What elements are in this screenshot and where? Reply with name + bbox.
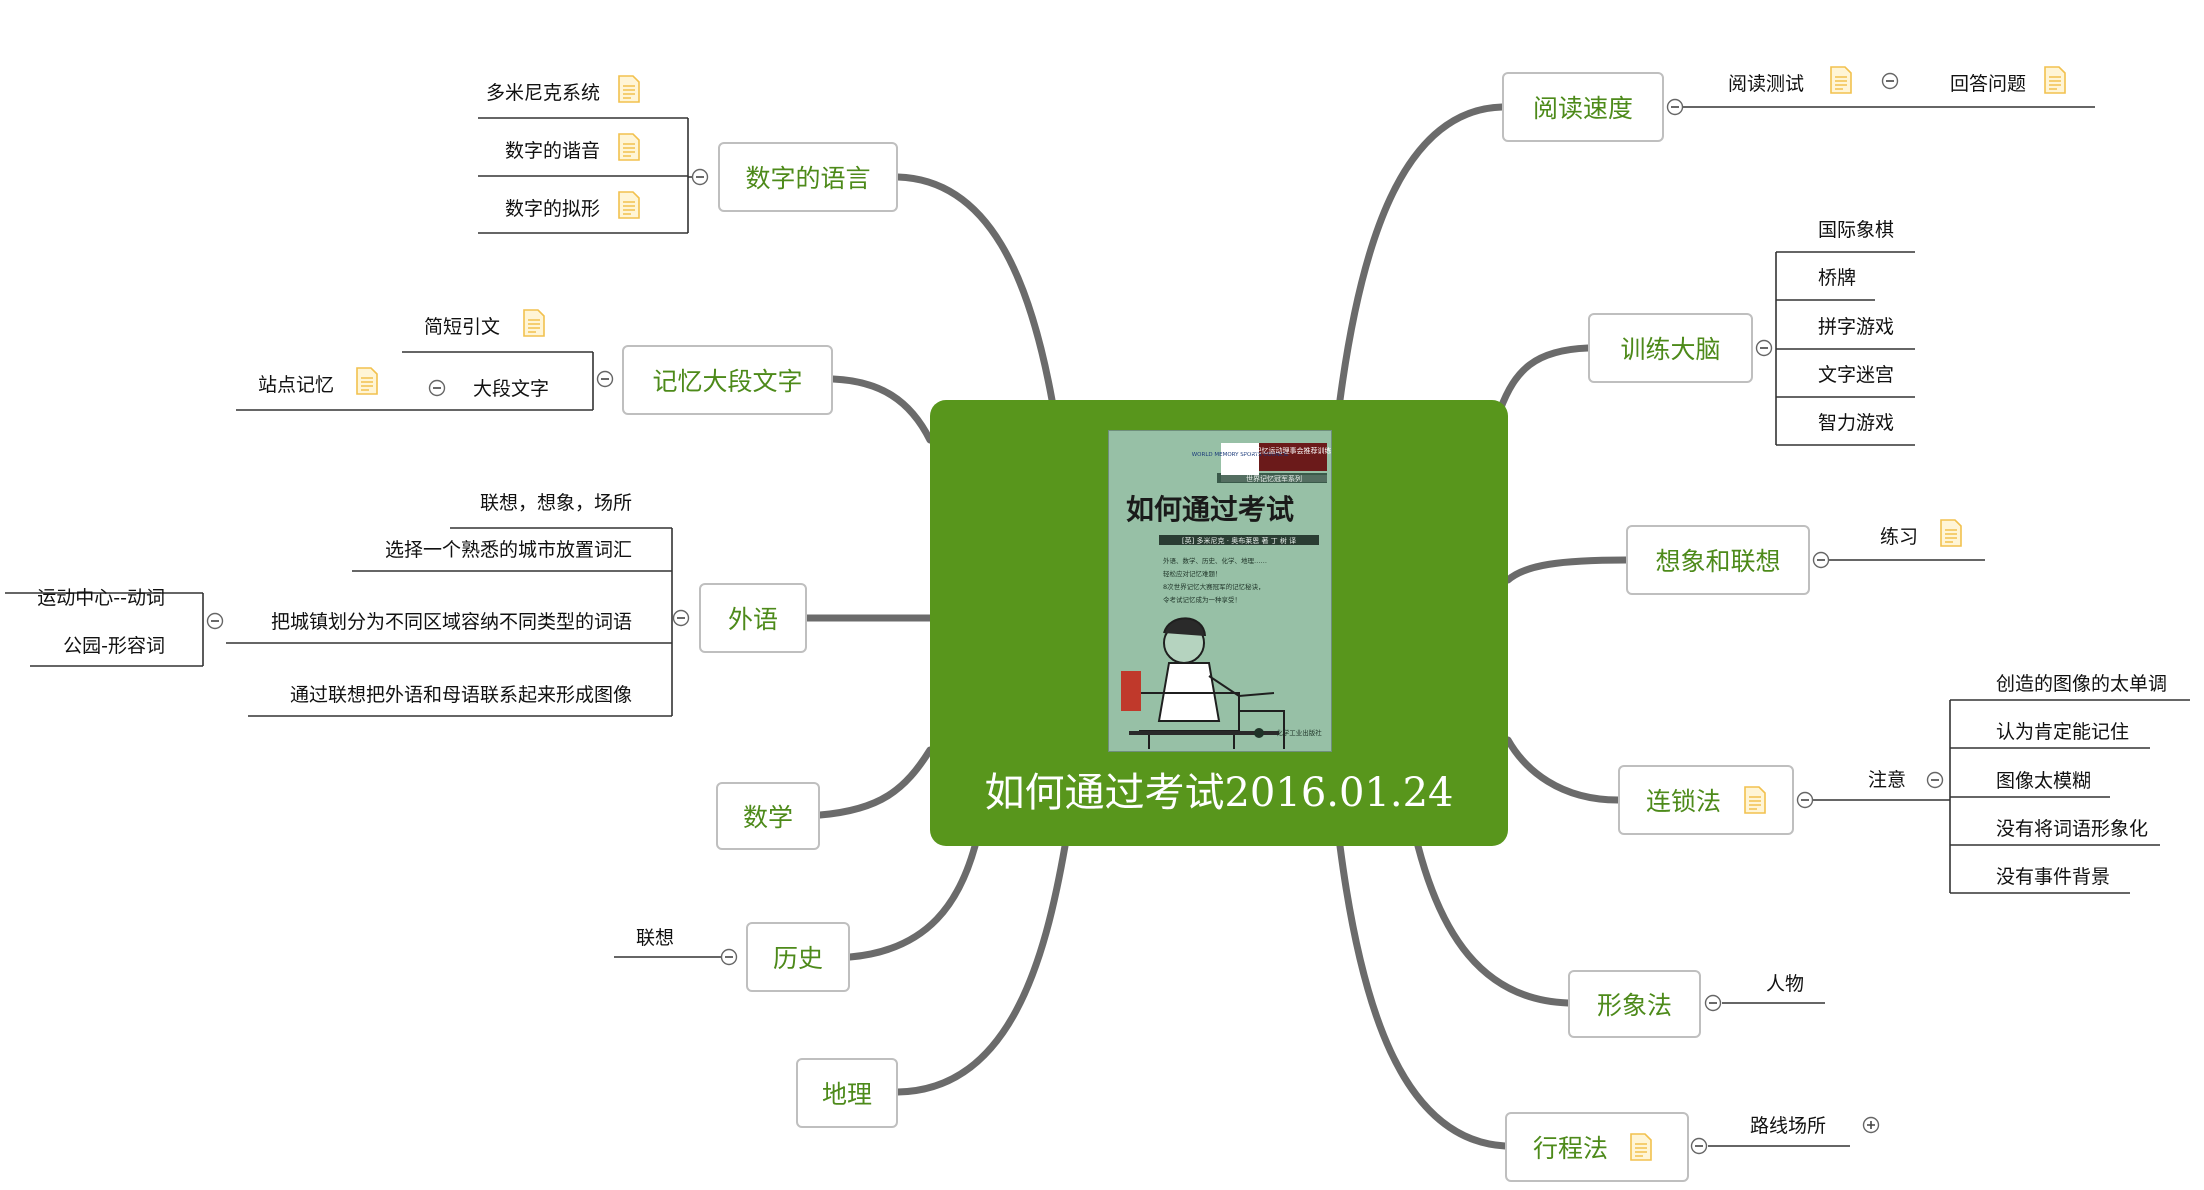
note-icon[interactable]	[356, 367, 378, 395]
topic-waiyu[interactable]: 外语	[699, 583, 807, 653]
subtopic-xunlian-3[interactable]: 拼字游戏	[1818, 316, 1895, 338]
book-cover-art: WORLD MEMORY SPORTS COUNCIL 世界记忆运动理事会推荐训…	[1109, 431, 1331, 751]
collapse-icon[interactable]	[1755, 339, 1773, 357]
topic-dili[interactable]: 地理	[796, 1058, 898, 1128]
central-topic[interactable]: WORLD MEMORY SPORTS COUNCIL 世界记忆运动理事会推荐训…	[930, 400, 1508, 846]
book-org-text: 世界记忆运动理事会推荐训练用书	[1241, 446, 1332, 455]
book-desc-3: 8次世界记忆大赛冠军的记忆秘诀，	[1163, 582, 1265, 591]
subtopic-xiangxiang-1[interactable]: 练习	[1880, 526, 1919, 548]
collapse-icon[interactable]	[428, 379, 446, 397]
subtopic-liansuo-sub-2[interactable]: 认为肯定能记住	[1996, 721, 2130, 743]
book-desc-4: 令考试记忆成为一种享受！	[1163, 595, 1241, 604]
subtopic-liansuo-sub-1[interactable]: 创造的图像的太单调	[1996, 673, 2168, 695]
branch-xunlian	[1496, 344, 1592, 414]
subtopic-waiyu-1[interactable]: 联想，想象，场所	[479, 492, 632, 514]
note-icon[interactable]	[1830, 66, 1852, 94]
branch-xingxiang	[1414, 842, 1572, 1007]
note-icon[interactable]	[618, 75, 640, 103]
topic-shuxue[interactable]: 数学	[716, 782, 820, 850]
subtopic-shuzi-2[interactable]: 数字的谐音	[504, 140, 600, 162]
collapse-icon[interactable]	[1812, 551, 1830, 569]
note-icon[interactable]	[618, 133, 640, 161]
branch-xiangxiang	[1504, 556, 1630, 584]
collapse-icon[interactable]	[206, 612, 224, 630]
book-authors-text: [英] 多米尼克 · 奥布莱恩 著 丁 树 译	[1182, 536, 1296, 545]
collapse-icon[interactable]	[1796, 791, 1814, 809]
note-icon[interactable]	[523, 309, 545, 337]
branch-xingcheng	[1336, 842, 1509, 1150]
subtopic-xunlian-4[interactable]: 文字迷宫	[1818, 364, 1895, 386]
book-publisher-text: 化学工业出版社	[1276, 728, 1322, 737]
topic-shuzi[interactable]: 数字的语言	[718, 142, 898, 212]
collapse-icon[interactable]	[1666, 98, 1684, 116]
subtopic-shuzi-3[interactable]: 数字的拟形	[504, 198, 600, 220]
topic-xunlian[interactable]: 训练大脑	[1588, 313, 1753, 383]
topic-xingcheng[interactable]: 行程法	[1505, 1112, 1689, 1182]
central-title: 如何通过考试2016.01.24	[984, 770, 1454, 816]
topic-lishi[interactable]: 历史	[746, 922, 850, 992]
book-desc-1: 外语、数学、历史、化学、地理……	[1163, 556, 1267, 565]
subtopic-waiyu-sub-2[interactable]: 公园-形容词	[63, 635, 165, 657]
topic-xiangxiang[interactable]: 想象和联想	[1626, 525, 1810, 595]
subtopic-yuedu-1[interactable]: 阅读测试	[1728, 73, 1805, 95]
book-desc-2: 轻松应对记忆难题！	[1163, 569, 1222, 578]
subtopic-waiyu-2[interactable]: 选择一个熟悉的城市放置词汇	[384, 539, 632, 561]
note-icon[interactable]	[1630, 1133, 1652, 1161]
branch-liansuo	[1504, 736, 1622, 804]
topic-jiyi[interactable]: 记忆大段文字	[622, 345, 833, 415]
subtopic-jiyi-sub-1[interactable]: 站点记忆	[258, 374, 335, 396]
subtopic-xunlian-2[interactable]: 桥牌	[1818, 267, 1857, 289]
subtopic-xingxiang-1[interactable]: 人物	[1766, 973, 1805, 995]
branch-jiyi	[829, 375, 934, 444]
subtopic-liansuo-1[interactable]: 注意	[1868, 769, 1907, 791]
subtopic-liansuo-sub-5[interactable]: 没有事件背景	[1996, 866, 2111, 888]
collapse-icon[interactable]	[720, 948, 738, 966]
topic-liansuo[interactable]: 连锁法	[1618, 765, 1794, 835]
collapse-icon[interactable]	[1704, 994, 1722, 1012]
note-icon[interactable]	[618, 191, 640, 219]
note-icon[interactable]	[2044, 66, 2066, 94]
subtopic-liansuo-sub-3[interactable]: 图像太模糊	[1996, 770, 2092, 792]
note-icon[interactable]	[1940, 519, 1962, 547]
book-cover-image: WORLD MEMORY SPORTS COUNCIL 世界记忆运动理事会推荐训…	[1108, 430, 1332, 752]
subtopic-waiyu-sub-1[interactable]: 运动中心--动词	[37, 587, 165, 609]
subtopic-liansuo-sub-4[interactable]: 没有将词语形象化	[1996, 818, 2149, 840]
collapse-icon[interactable]	[596, 370, 614, 388]
book-title-text: 如何通过考试	[1126, 493, 1294, 526]
expand-icon[interactable]	[1862, 1116, 1880, 1134]
branch-yuedu	[1336, 103, 1506, 404]
collapse-icon[interactable]	[1926, 771, 1944, 789]
subtopic-waiyu-3[interactable]: 把城镇划分为不同区域容纳不同类型的词语	[270, 611, 632, 633]
branch-dili	[894, 842, 1069, 1096]
subtopic-jiyi-2[interactable]: 大段文字	[473, 378, 550, 400]
collapse-icon[interactable]	[1690, 1137, 1708, 1155]
note-icon[interactable]	[1744, 786, 1766, 814]
branch-shuxue	[816, 746, 934, 819]
topic-yuedu[interactable]: 阅读速度	[1502, 72, 1664, 142]
subtopic-waiyu-4[interactable]: 通过联想把外语和母语联系起来形成图像	[289, 684, 632, 706]
branch-shuzi	[894, 173, 1056, 404]
book-series-text: 世界记忆冠军系列	[1246, 474, 1302, 483]
subtopic-yuedu-2[interactable]: 回答问题	[1950, 73, 2027, 95]
subtopic-xingcheng-1[interactable]: 路线场所	[1750, 1115, 1827, 1137]
topic-xingxiang[interactable]: 形象法	[1568, 970, 1701, 1038]
subtopic-jiyi-1[interactable]: 简短引文	[424, 316, 501, 338]
collapse-icon[interactable]	[691, 168, 709, 186]
subtopic-shuzi-1[interactable]: 多米尼克系统	[485, 82, 600, 104]
branch-lishi	[846, 842, 979, 961]
subtopic-lishi-1[interactable]: 联想	[636, 927, 675, 949]
book-badge-text: WORLD MEMORY SPORTS COUNCIL	[1192, 452, 1289, 458]
subtopic-xunlian-5[interactable]: 智力游戏	[1818, 412, 1895, 434]
subtopic-xunlian-1[interactable]: 国际象棋	[1818, 219, 1895, 241]
collapse-icon[interactable]	[1881, 72, 1899, 90]
collapse-icon[interactable]	[672, 609, 690, 627]
